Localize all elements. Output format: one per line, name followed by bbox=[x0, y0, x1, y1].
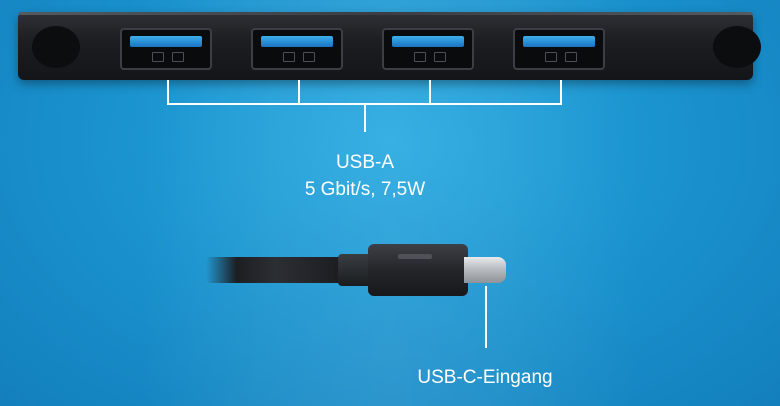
usb-c-cable-strain-relief bbox=[338, 254, 372, 286]
usb-a-label: USB-A 5 Gbit/s, 7,5W bbox=[265, 149, 465, 203]
usb-a-spec: 5 Gbit/s, 7,5W bbox=[304, 179, 426, 200]
port-contact bbox=[565, 52, 577, 62]
bracket-drop-1 bbox=[167, 80, 169, 104]
usb-c-input-label: USB-C-Eingang bbox=[417, 367, 553, 388]
usb-c-plug-icon bbox=[368, 244, 468, 296]
port-contact bbox=[283, 52, 295, 62]
usb-c-cable-wire bbox=[206, 257, 346, 283]
usb-c-pointer-line bbox=[485, 286, 487, 348]
usb-c-connector-tip bbox=[464, 257, 506, 283]
usb-a-title: USB-A bbox=[335, 152, 395, 173]
bracket-drop-2 bbox=[298, 80, 300, 104]
port-tongue bbox=[392, 36, 464, 47]
port-tongue bbox=[130, 36, 202, 47]
port-contact bbox=[303, 52, 315, 62]
bracket-stem bbox=[364, 104, 366, 132]
port-tongue bbox=[523, 36, 595, 47]
bracket-drop-4 bbox=[560, 80, 562, 104]
usb-hub bbox=[18, 12, 761, 80]
port-tongue bbox=[261, 36, 333, 47]
usb-a-port-2-icon bbox=[251, 28, 343, 70]
usb-a-port-4-icon bbox=[513, 28, 605, 70]
plug-brand-mark bbox=[398, 254, 432, 259]
hub-top-edge bbox=[18, 12, 753, 15]
port-contact bbox=[172, 52, 184, 62]
port-contact bbox=[414, 52, 426, 62]
usb-a-port-3-icon bbox=[382, 28, 474, 70]
hub-end-cap-left bbox=[32, 26, 80, 68]
port-contact bbox=[545, 52, 557, 62]
hub-end-cap-right bbox=[713, 26, 761, 68]
bracket-drop-3 bbox=[429, 80, 431, 104]
port-contact bbox=[152, 52, 164, 62]
port-contact bbox=[434, 52, 446, 62]
usb-a-port-1-icon bbox=[120, 28, 212, 70]
